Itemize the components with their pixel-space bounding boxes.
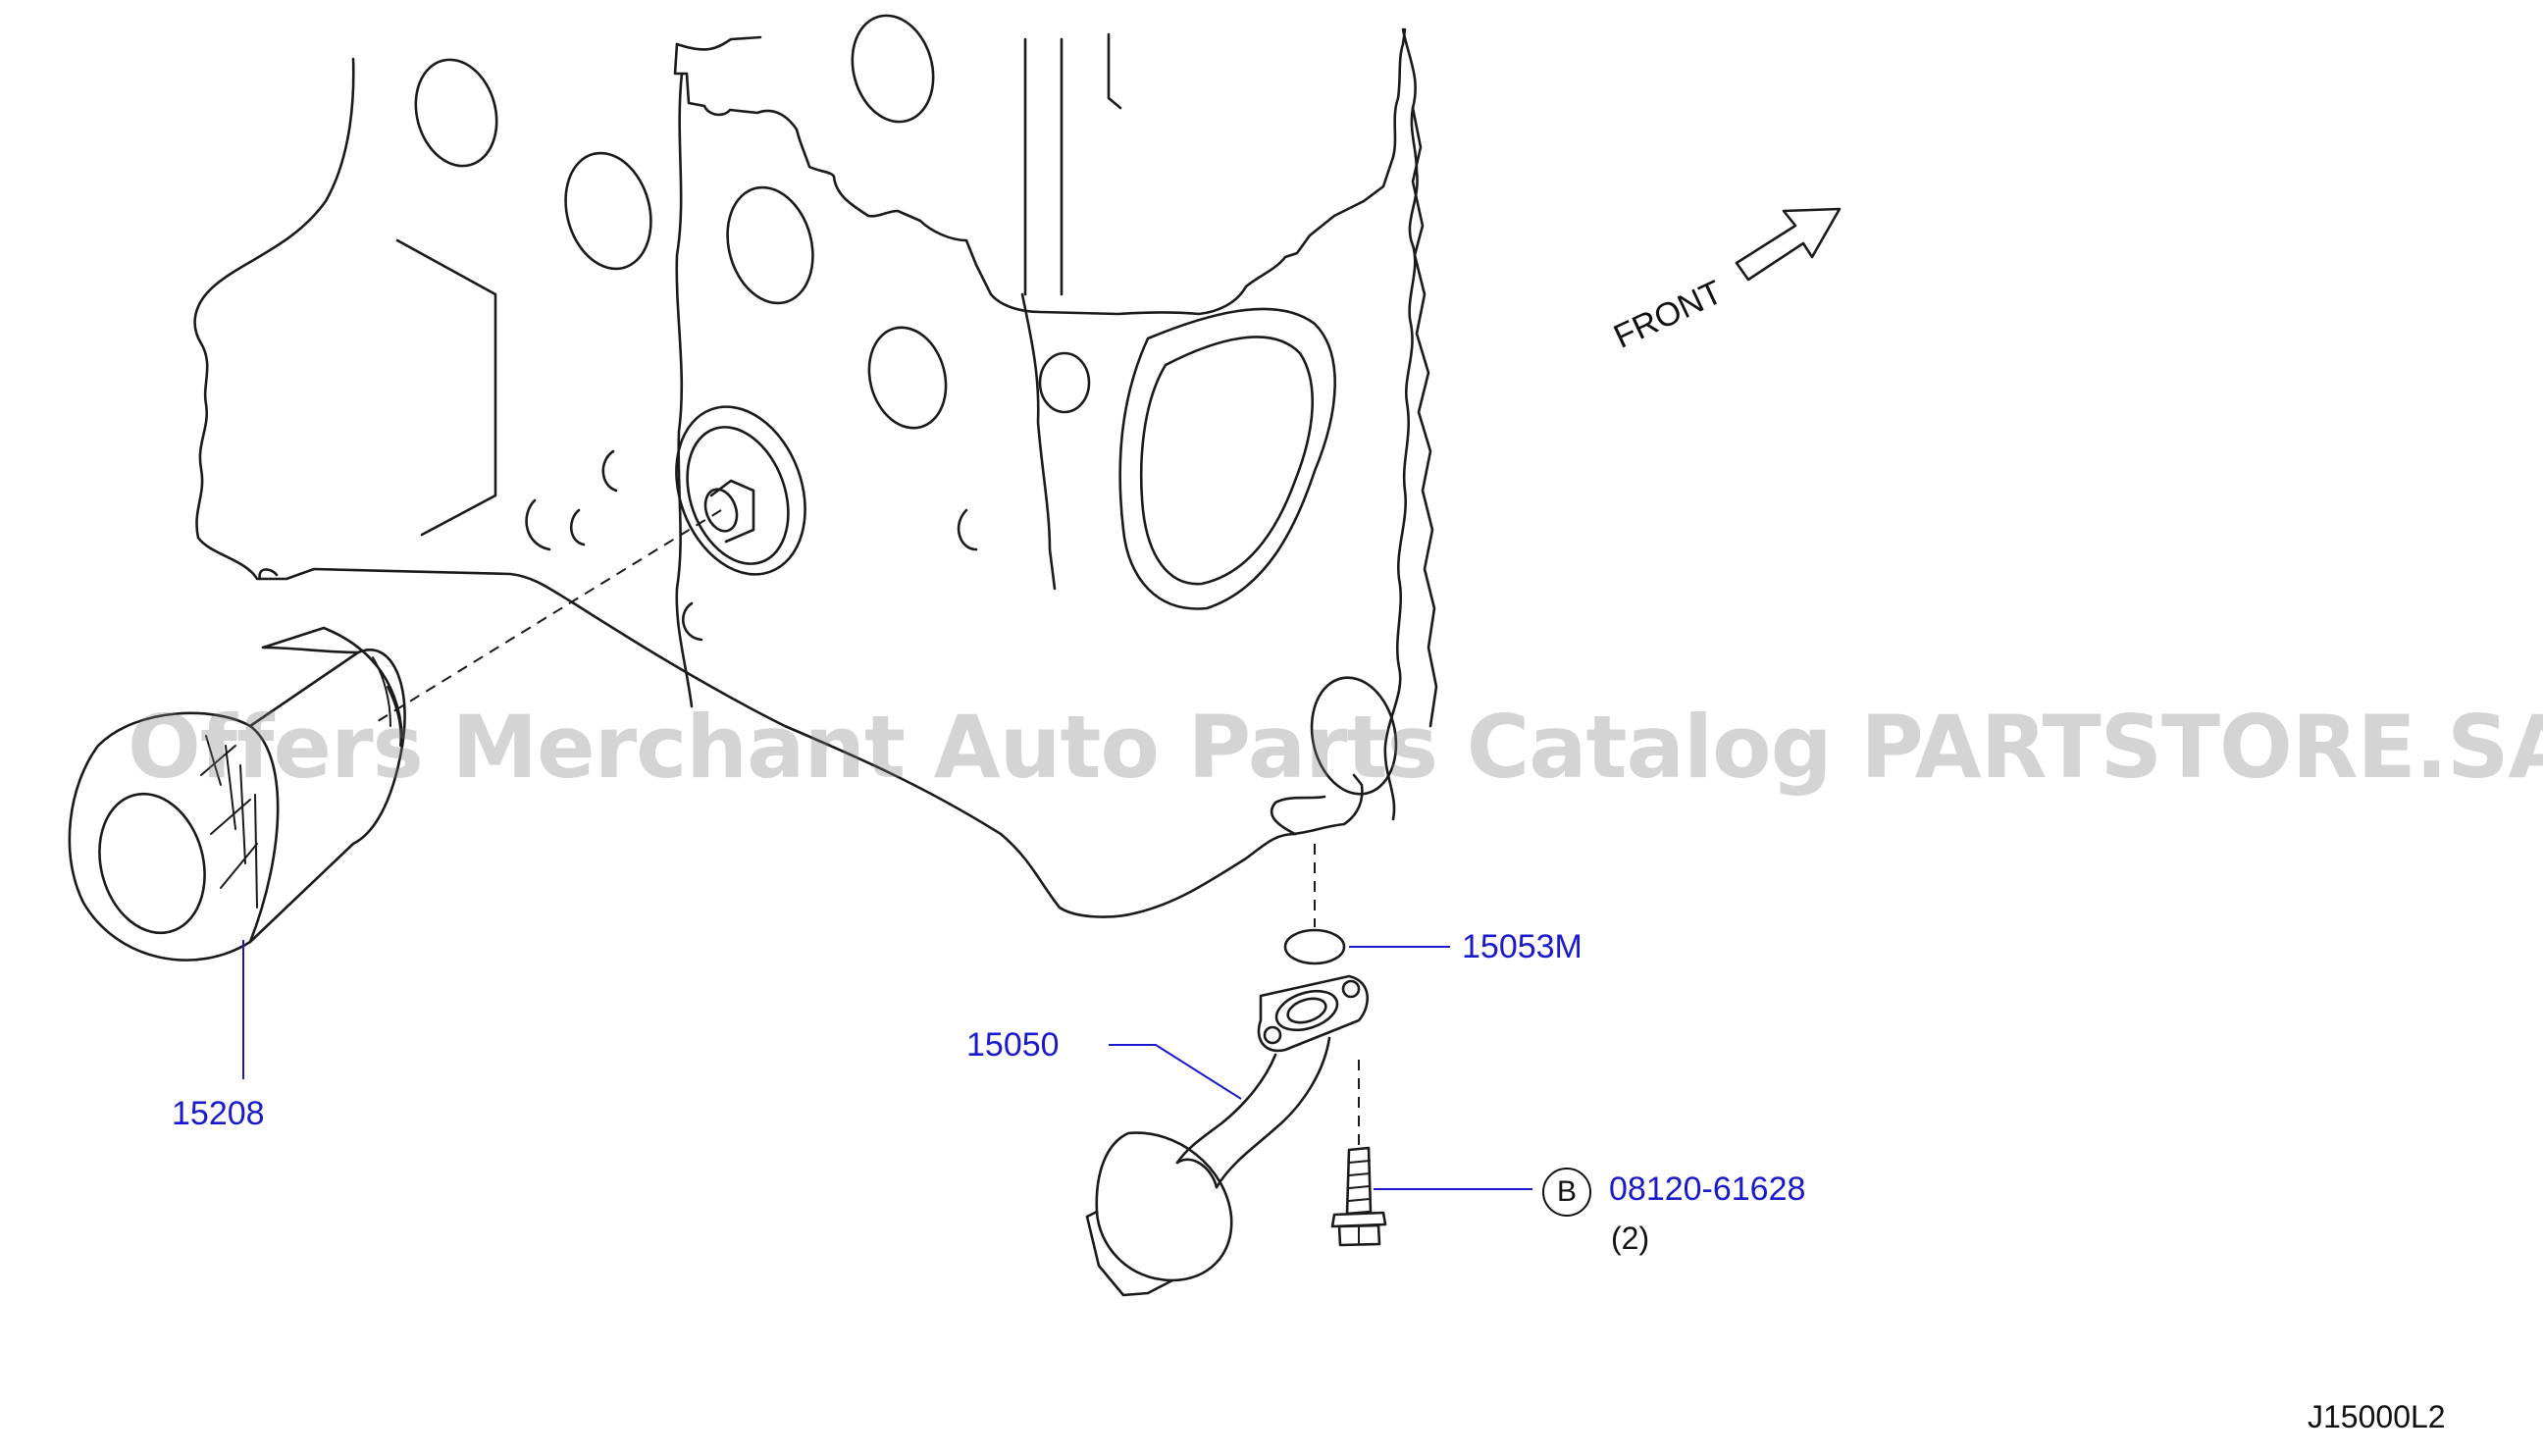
part-number-15053m[interactable]: 15053M [1462, 928, 1583, 965]
filter-mount-axis [377, 509, 722, 722]
front-arrow-icon [1735, 207, 1842, 282]
figure-code: J15000L2 [2308, 1399, 2446, 1434]
bolt-group-badge: B [1542, 1168, 1591, 1217]
bolt-quantity: (2) [1611, 1221, 1650, 1256]
flange-bolt [1330, 1146, 1387, 1247]
o-ring [1283, 928, 1346, 965]
part-number-15208[interactable]: 15208 [172, 1095, 265, 1132]
leader-15050 [1109, 1044, 1242, 1100]
oil-strainer [1085, 974, 1370, 1297]
part-number-08120-61628[interactable]: 08120-61628 [1609, 1170, 1806, 1208]
oil-filter [68, 626, 406, 962]
watermark: Offers Merchant Auto Parts Catalog PARTS… [128, 697, 2543, 798]
part-number-15050[interactable]: 15050 [966, 1026, 1060, 1064]
engine-block [193, 14, 1438, 918]
